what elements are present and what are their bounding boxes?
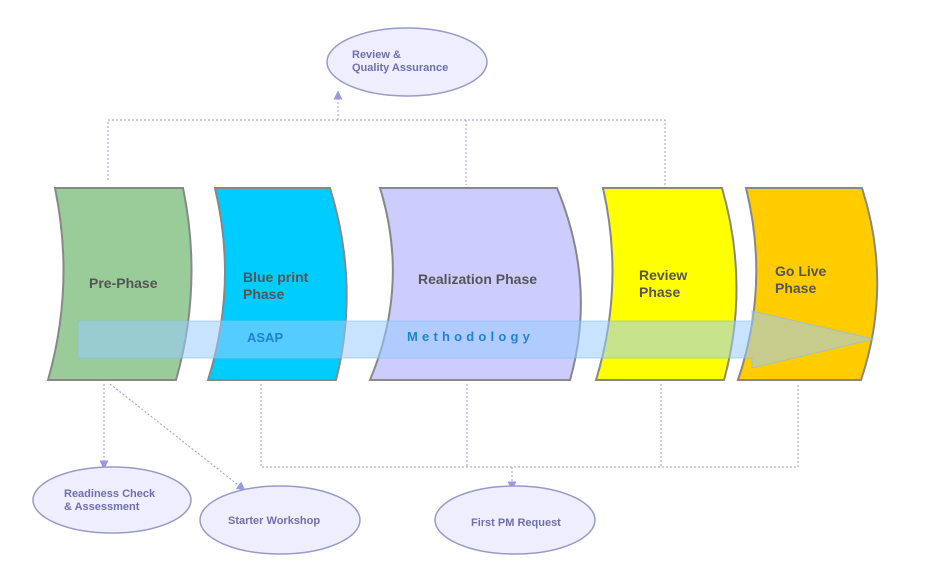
- readiness-label: Readiness Check & Assessment: [64, 488, 156, 513]
- blueprint-phase-label: Blue print Phase: [243, 269, 309, 302]
- starter-label: Starter Workshop: [228, 515, 321, 527]
- first-pm-ellipse: [434, 485, 596, 555]
- pre-phase-label: Pre-Phase: [89, 275, 158, 291]
- methodology-label: Methodology: [407, 329, 535, 344]
- bottom-connectors: [99, 383, 799, 491]
- asap-label: ASAP: [247, 330, 284, 345]
- realization-phase-label: Realization Phase: [418, 271, 538, 287]
- top-bus-line: [107, 119, 666, 185]
- starter-ellipse: [199, 485, 361, 555]
- golive-phase-label: Go Live Phase: [775, 263, 827, 296]
- asap-arrow: [77, 310, 875, 369]
- review-phase-label: Review Phase: [639, 267, 688, 300]
- bottom-bus-line: [260, 384, 799, 468]
- readiness-ellipse: [32, 466, 192, 534]
- first-pm-label: First PM Request: [471, 517, 561, 529]
- top-connectors: [107, 90, 666, 185]
- review-qa-ellipse: [326, 27, 488, 97]
- starter-arrow: [109, 383, 246, 491]
- review-qa-label: Review & Quality Assurance: [352, 49, 449, 74]
